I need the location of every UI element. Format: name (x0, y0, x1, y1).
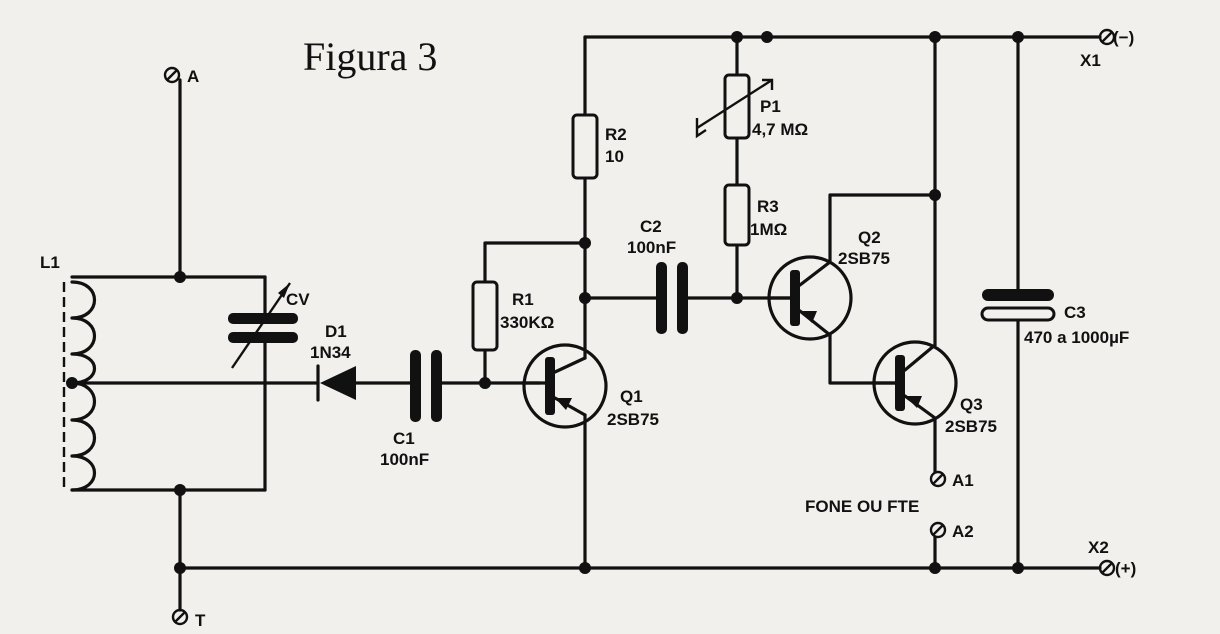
potentiometer-p1: P1 4,7 MΩ (695, 73, 808, 140)
terminal-t: T (171, 608, 206, 630)
c1-ref: C1 (393, 429, 415, 448)
capacitor-c1: C1 100nF (380, 350, 442, 469)
terminal-x1-sign: (−) (1113, 28, 1134, 47)
c3-ref: C3 (1064, 303, 1086, 322)
terminal-x1: (−) X1 (1080, 28, 1134, 70)
terminal-x1-label: X1 (1080, 51, 1101, 70)
transistor-q1: Q1 2SB75 (520, 343, 659, 429)
resistor-r2: R2 10 (571, 113, 627, 180)
q3-value: 2SB75 (945, 417, 997, 436)
q2-value: 2SB75 (838, 249, 890, 268)
capacitor-c3: C3 470 a 1000µF (980, 289, 1129, 347)
output-label: FONE OU FTE (805, 497, 919, 516)
r3-ref: R3 (757, 197, 779, 216)
variable-capacitor-cv: CV (228, 282, 310, 369)
terminal-a2-label: A2 (952, 522, 974, 541)
terminal-t-label: T (195, 611, 206, 630)
r1-ref: R1 (512, 290, 534, 309)
d1-value: 1N34 (310, 343, 351, 362)
p1-ref: P1 (760, 97, 781, 116)
transistor-q2: Q2 2SB75 (766, 228, 890, 341)
terminal-x2-sign: (+) (1115, 559, 1136, 578)
c3-value: 470 a 1000µF (1024, 328, 1129, 347)
q2-ref: Q2 (858, 228, 881, 247)
p1-value: 4,7 MΩ (752, 120, 808, 139)
resistor-r1: R1 330KΩ (471, 280, 554, 352)
capacitor-c2: C2 100nF (627, 217, 688, 334)
terminal-a: A (163, 66, 199, 86)
l1-label: L1 (40, 253, 60, 272)
q1-value: 2SB75 (607, 410, 659, 429)
cv-label: CV (286, 290, 310, 309)
c2-ref: C2 (640, 217, 662, 236)
r2-value: 10 (605, 147, 624, 166)
d1-ref: D1 (325, 322, 347, 341)
r2-ref: R2 (605, 125, 627, 144)
terminal-a1-label: A1 (952, 471, 974, 490)
r1-value: 330KΩ (500, 313, 554, 332)
q3-ref: Q3 (960, 395, 983, 414)
coil-l1: L1 (40, 253, 97, 492)
terminal-a-label: A (187, 67, 199, 86)
c1-value: 100nF (380, 450, 429, 469)
terminal-x2-label: X2 (1088, 538, 1109, 557)
terminal-a2: A2 (929, 521, 974, 541)
c2-value: 100nF (627, 238, 676, 257)
junction-dots (66, 31, 1024, 574)
terminal-x2: X2 (+) (1088, 538, 1136, 578)
q1-ref: Q1 (620, 387, 643, 406)
terminal-a1: A1 (929, 470, 974, 490)
resistor-r3: R3 1MΩ (723, 183, 787, 247)
r3-value: 1MΩ (750, 220, 787, 239)
figure-title: Figura 3 (303, 34, 437, 79)
diode-d1: D1 1N34 (310, 322, 356, 402)
transistor-q3: Q3 2SB75 (870, 340, 997, 436)
